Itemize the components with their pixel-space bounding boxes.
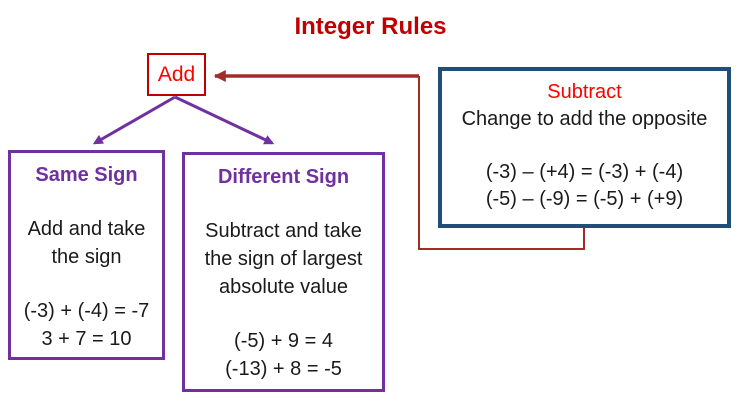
add-node-label: Add [157, 63, 196, 86]
subtract-node: Subtract Change to add the opposite (-3)… [438, 67, 731, 228]
different-sign-node-rule: Subtract and take the sign of largest ab… [204, 220, 363, 298]
add-to-same-sign-arrow [92, 95, 176, 145]
subtract-node-heading: Subtract [547, 81, 622, 103]
subtract-node-examples: (-3) – (+4) = (-3) + (-4) (-5) – (-9) = … [485, 161, 684, 210]
different-sign-node-examples: (-5) + 9 = 4 (-13) + 8 = -5 [225, 330, 342, 380]
different-sign-node-heading: Different Sign [217, 166, 350, 188]
same-sign-node-examples: (-3) + (-4) = -7 3 + 7 = 10 [23, 300, 150, 350]
add-to-different-sign-arrow [174, 95, 275, 145]
add-node: Add [147, 53, 206, 96]
same-sign-node-rule: Add and take the sign [27, 218, 146, 268]
same-sign-node: Same Sign Add and take the sign (-3) + (… [8, 150, 165, 360]
page-title: Integer Rules [294, 13, 447, 40]
same-sign-node-heading: Same Sign [35, 164, 138, 186]
subtract-node-rule: Change to add the opposite [461, 108, 708, 130]
different-sign-node: Different Sign Subtract and take the sig… [182, 152, 385, 392]
